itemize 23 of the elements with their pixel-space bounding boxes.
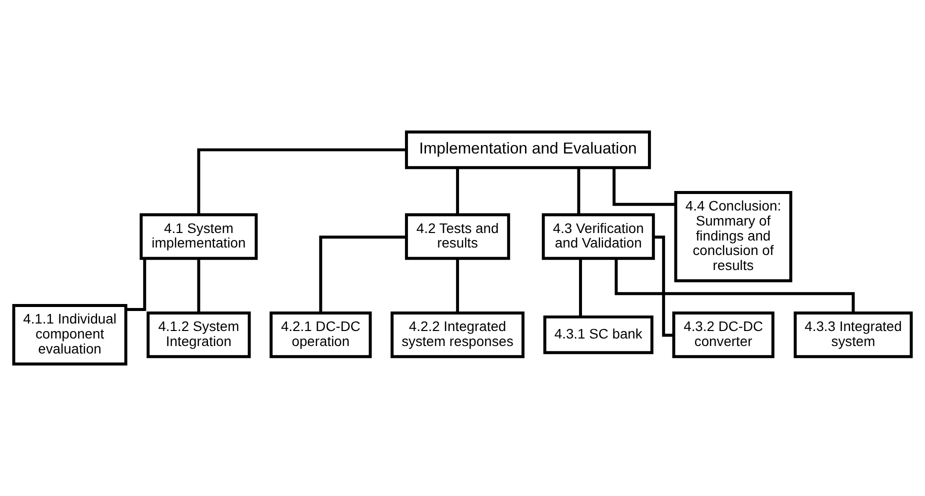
node-box: 4.1.2 System Integration [146,311,251,358]
connector [612,168,676,206]
node-box: 4.3.2 DC-DC converter [672,311,774,358]
connector [319,236,406,313]
connector [654,236,674,337]
connector [614,258,855,313]
node-box: Implementation and Evaluation [404,130,651,170]
connector [197,148,406,215]
node-box: 4.2.2 Integrated system responses [390,311,524,358]
connector [456,258,460,313]
connector [577,168,580,215]
connector [579,258,582,317]
node-box: 4.3.1 SC bank [543,315,654,354]
connector [197,258,200,313]
connector [456,168,460,215]
connector [126,258,146,311]
node-box: 4.3.3 Integrated system [794,311,913,358]
node-box: 4.2 Tests and results [404,213,510,260]
node-box: 4.1.1 Individual component evaluation [12,304,128,366]
node-box: 4.3 Verification and Validation [542,213,655,260]
node-box: 4.4 Conclusion: Summary of findings and conclusion of results [674,190,792,282]
node-box: 4.1 System implementation [140,213,258,260]
node-box: 4.2.1 DC-DC operation [270,311,372,358]
